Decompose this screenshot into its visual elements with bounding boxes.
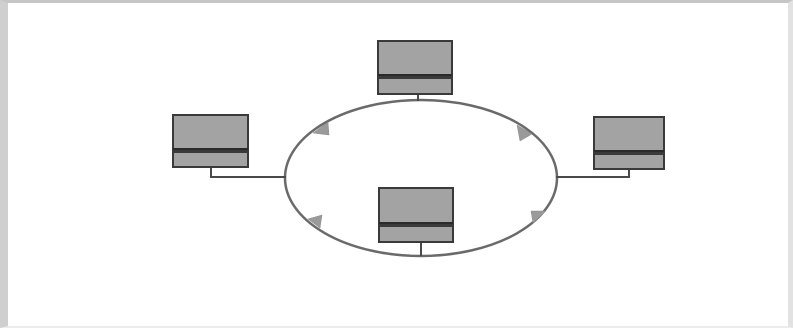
computer-right bbox=[556, 116, 665, 178]
system-unit-icon bbox=[377, 77, 453, 95]
monitor-icon bbox=[172, 114, 249, 151]
computer-right-link bbox=[556, 169, 630, 178]
arrow-icon bbox=[307, 214, 323, 229]
arrow-icon bbox=[516, 124, 533, 142]
computer-center bbox=[378, 187, 454, 256]
arrow-icon bbox=[312, 121, 330, 136]
direction-arrows bbox=[307, 121, 547, 229]
monitor-icon bbox=[377, 40, 453, 77]
computer-top bbox=[377, 40, 453, 101]
computer-left-link bbox=[210, 167, 286, 178]
system-unit-icon bbox=[378, 225, 454, 243]
arrow-icon bbox=[530, 210, 547, 224]
system-unit-icon bbox=[593, 153, 665, 170]
system-unit-icon bbox=[172, 151, 249, 168]
monitor-icon bbox=[378, 187, 454, 225]
monitor-icon bbox=[593, 116, 665, 153]
computer-left bbox=[172, 114, 286, 178]
